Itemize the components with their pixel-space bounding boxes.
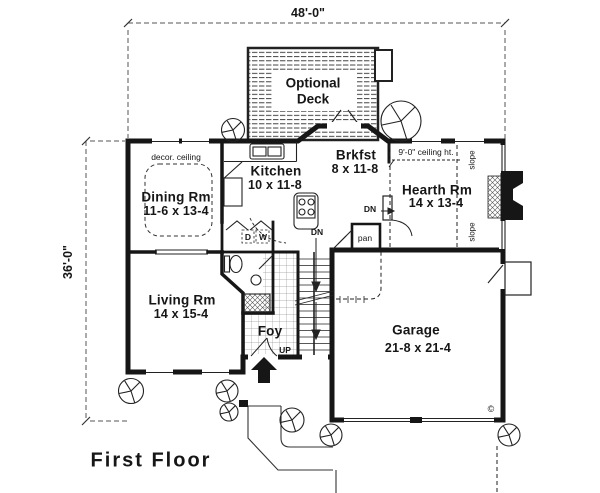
windows: [146, 122, 508, 424]
dryer-label: D: [244, 232, 252, 242]
decor-ceiling-label: decor. ceiling: [151, 152, 201, 162]
copyright-mark: ©: [487, 404, 495, 414]
room-label-foyer-name: Foy: [257, 323, 283, 339]
fireplace: [487, 171, 523, 220]
room-label-hearth-size: 14 x 13-4: [408, 196, 464, 210]
room-label-kitchen-name: Kitchen: [250, 163, 302, 179]
porch-walkway: [239, 400, 498, 493]
bath-fixtures: [223, 220, 274, 313]
stairs: [294, 238, 335, 355]
room-label-living-size: 14 x 15-4: [153, 307, 209, 321]
dimension-depth-label: 36'-0": [61, 245, 75, 279]
room-label-living-name: Living Rm: [148, 292, 216, 308]
slope-label-upper: slope: [467, 150, 477, 170]
room-label-deck-name: Optional Deck: [285, 75, 341, 106]
room-label-breakfast-name: Brkfst: [335, 147, 377, 163]
entry-arrow: [251, 357, 277, 383]
washer-label: W: [258, 232, 268, 242]
down-label-hearth: DN: [363, 204, 377, 214]
kitchen-fixtures: [221, 142, 353, 245]
room-label-dining-size: 11-6 x 13-4: [143, 204, 209, 218]
page-title: First Floor: [90, 449, 212, 472]
slope-label-lower: slope: [467, 222, 477, 242]
room-label-dining-name: Dining Rm: [141, 189, 211, 205]
room-label-kitchen-size: 10 x 11-8: [248, 178, 302, 192]
down-label-stairs: DN: [310, 227, 324, 237]
pantry-label: pan: [357, 233, 373, 243]
room-label-hearth-name: Hearth Rm: [401, 182, 473, 198]
hearth-annotations: [381, 145, 460, 250]
entry: [250, 337, 278, 383]
dimension-width-label: 48'-0": [291, 6, 325, 20]
ceiling-height-label: 9'-0" ceiling ht.: [398, 147, 454, 157]
room-label-garage-size: 21-8 x 21-4: [384, 341, 452, 355]
room-label-garage-name: Garage: [392, 322, 440, 338]
up-label: UP: [279, 345, 291, 355]
dimension-lines: [81, 18, 510, 426]
room-label-breakfast-size: 8 x 11-8: [331, 162, 379, 176]
garage-details: [331, 235, 532, 303]
interior-walls: [126, 139, 391, 359]
